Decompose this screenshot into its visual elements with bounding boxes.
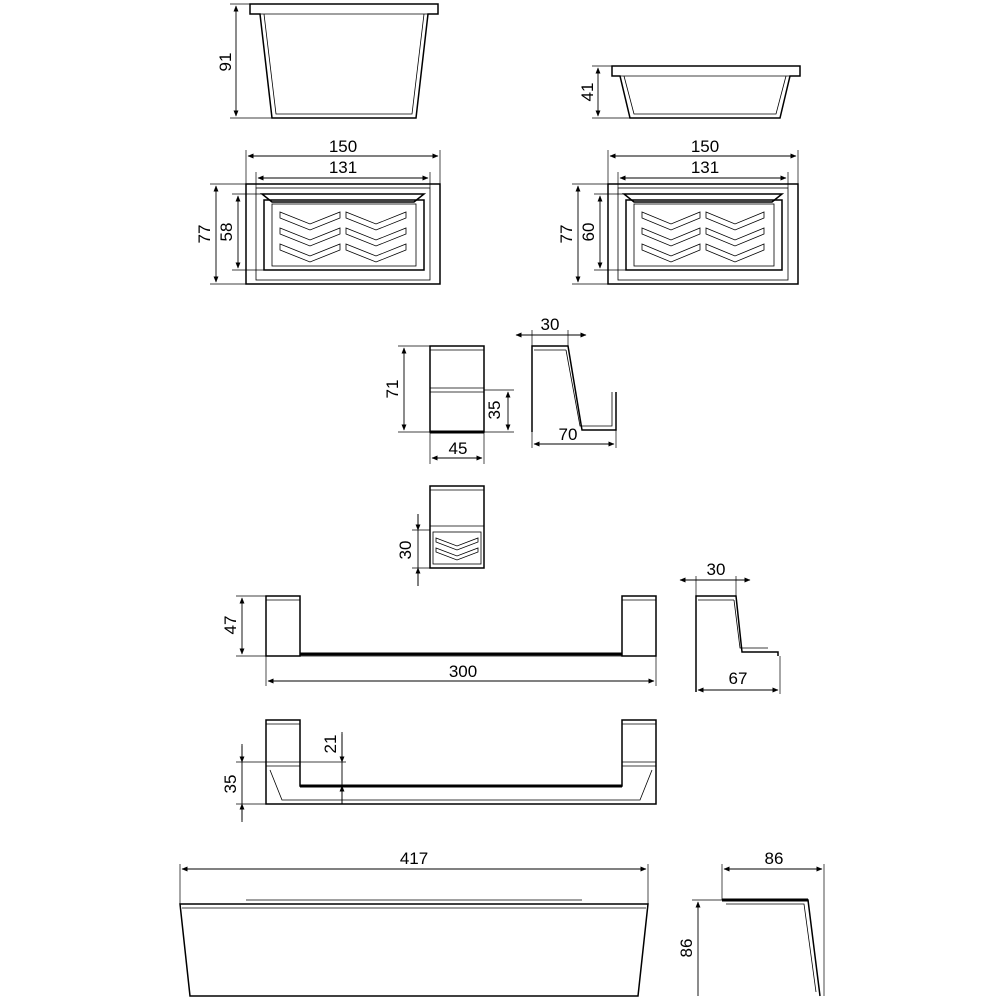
- dim-label: 86: [765, 849, 784, 868]
- dim-label: 30: [707, 560, 726, 579]
- hook-front-view: 71 35 45: [383, 345, 514, 464]
- dim-label: 417: [400, 849, 428, 868]
- rail-front-view: 47 300: [221, 595, 657, 686]
- dim-label: 71: [383, 380, 402, 399]
- mount-front-view: 30: [396, 485, 485, 586]
- shelf-front-view: 417: [179, 849, 649, 997]
- dim-label: 60: [579, 223, 598, 242]
- basket-large-top-view: 150 131 77 58: [195, 137, 441, 285]
- dim-label: 91: [216, 53, 235, 72]
- dim-label: 35: [485, 401, 504, 420]
- dim-label: 58: [217, 223, 236, 242]
- dim-label: 131: [691, 158, 719, 177]
- rail-side-view: 30 67: [679, 560, 781, 694]
- dim-label: 35: [221, 775, 240, 794]
- dim-label: 70: [559, 425, 578, 444]
- dim-label: 21: [321, 735, 340, 754]
- rail2-front-view: 35 21: [221, 719, 657, 822]
- dim-label: 30: [541, 315, 560, 334]
- dim-label: 300: [449, 662, 477, 681]
- dim-label: 67: [729, 669, 748, 688]
- basket-small-top-view: 150 131 77 60: [557, 137, 799, 285]
- dim-label: 150: [691, 137, 719, 156]
- chevron-pattern: [641, 211, 765, 263]
- chevron-pattern: [279, 211, 407, 263]
- chevron-pattern: [435, 537, 479, 561]
- basket-large-front-view: 91: [216, 3, 439, 119]
- hook-side-view: 30 70: [515, 315, 617, 448]
- basket-small-front-view: 41: [578, 65, 801, 119]
- dim-label: 47: [221, 616, 240, 635]
- dim-label: 45: [449, 439, 468, 458]
- dim-label: 131: [329, 158, 357, 177]
- shelf-side-view: 86 86: [677, 849, 825, 997]
- dim-label: 77: [557, 225, 576, 244]
- dim-label: 41: [578, 83, 597, 102]
- dim-label: 150: [329, 137, 357, 156]
- dim-label: 86: [677, 939, 696, 958]
- dim-label: 77: [195, 225, 214, 244]
- dim-label: 30: [396, 541, 415, 560]
